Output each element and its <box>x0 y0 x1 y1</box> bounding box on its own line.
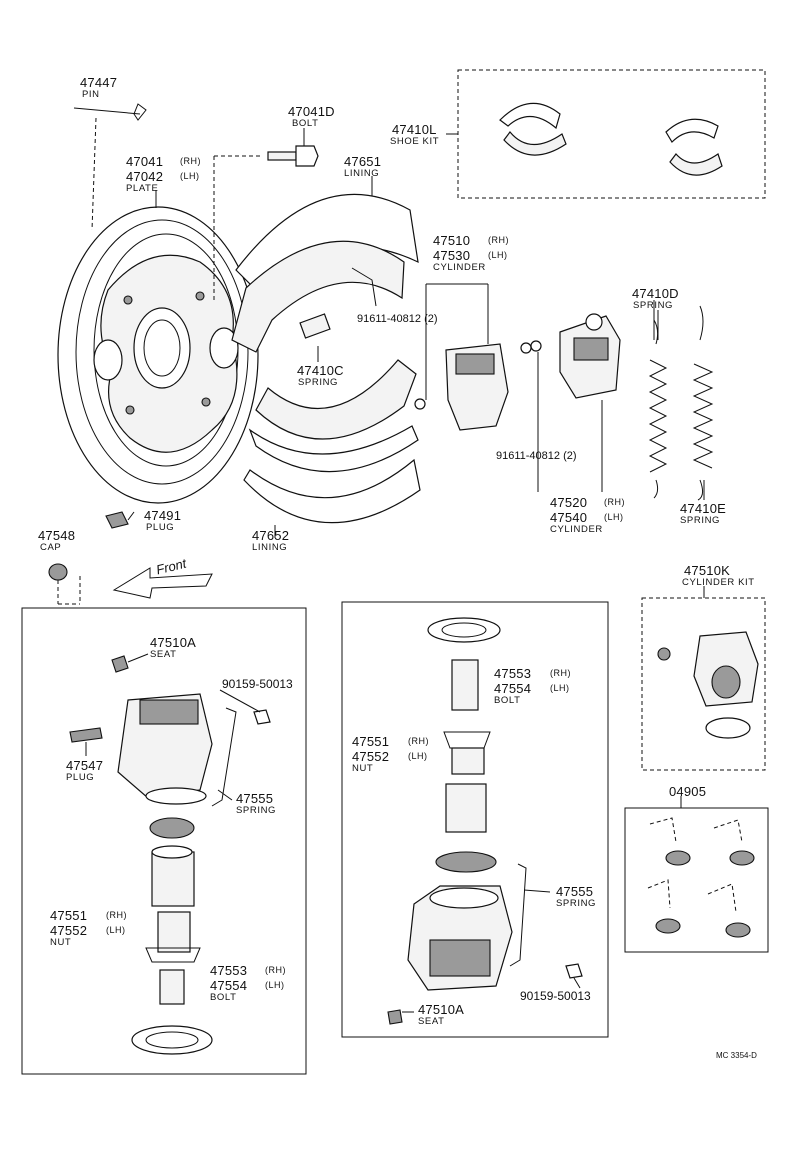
front-arrow <box>112 567 213 599</box>
middle-nut-lh-number: 47552 <box>352 749 390 764</box>
lining-top-name: LINING <box>344 168 380 179</box>
left-bolt-rh-side: (RH) <box>265 965 286 975</box>
pin-47447-part <box>73 103 147 231</box>
upper-shoe-lining-part <box>231 193 419 353</box>
cylinder-name: CYLINDER <box>433 262 486 273</box>
cylinder-kit-number: 47510K <box>684 563 731 578</box>
middle-spring-number: 47555 <box>556 884 594 899</box>
shoe-kit-name: SHOE KIT <box>390 136 440 147</box>
kit-04905-box <box>624 807 769 953</box>
spring-d-name: SPRING <box>633 300 674 311</box>
lining-bottom-name: LINING <box>252 542 288 553</box>
spring-e-name: SPRING <box>680 515 721 526</box>
spring-d-number: 47410D <box>632 286 679 301</box>
plate-rh-number: 47041 <box>126 154 164 169</box>
middle-cylinder-detail-box <box>341 601 609 1038</box>
middle-ref-number: 90159-50013 <box>520 989 591 1003</box>
middle-nut-name: NUT <box>352 763 374 774</box>
cap-number: 47548 <box>38 528 76 543</box>
cylinder-lh-side: (LH) <box>488 250 508 260</box>
left-plug-number: 47547 <box>66 758 104 773</box>
cylinder-kit-parts <box>657 631 759 739</box>
left-detail-parts <box>69 655 271 1055</box>
cylinder2-lh-side: (LH) <box>604 512 624 522</box>
left-nut-lh-number: 47552 <box>50 923 88 938</box>
left-bolt-name: BOLT <box>210 992 237 1003</box>
pin-name: PIN <box>82 89 100 100</box>
plate-lh-number: 47042 <box>126 169 164 184</box>
middle-spring-name: SPRING <box>556 898 597 909</box>
cylinder2-name: CYLINDER <box>550 524 603 535</box>
bolt-top-name: BOLT <box>292 118 319 129</box>
middle-bolt-lh-side: (LH) <box>550 683 570 693</box>
wheel-cylinder-47510-part <box>414 283 532 431</box>
shoe-kit-contents <box>499 102 723 176</box>
spring-e-number: 47410E <box>680 501 727 516</box>
left-seat-number: 47510A <box>150 635 197 650</box>
left-plug-name: PLUG <box>66 772 95 783</box>
left-seat-name: SEAT <box>150 649 177 660</box>
pin-number: 47447 <box>80 75 118 90</box>
leader-lines <box>85 128 705 1013</box>
plug-47491-part <box>105 511 129 529</box>
cylinder2-rh-side: (RH) <box>604 497 625 507</box>
left-spring-number: 47555 <box>236 791 274 806</box>
cylinder-lh-number: 47530 <box>433 248 471 263</box>
bolt-top-number: 47041D <box>288 104 335 119</box>
left-bolt-lh-number: 47554 <box>210 978 248 993</box>
left-nut-name: NUT <box>50 937 72 948</box>
lining-top-number: 47651 <box>344 154 382 169</box>
plug-top-number: 47491 <box>144 508 182 523</box>
plate-rh-side: (RH) <box>180 156 201 166</box>
left-nut-rh-side: (RH) <box>106 910 127 920</box>
cylinder-kit-name: CYLINDER KIT <box>682 577 755 588</box>
cylinder-kit-box <box>641 597 766 771</box>
left-bolt-rh-number: 47553 <box>210 963 248 978</box>
left-spring-name: SPRING <box>236 805 277 816</box>
middle-bolt-name: BOLT <box>494 695 521 706</box>
left-bolt-lh-side: (LH) <box>265 980 285 990</box>
middle-bolt-rh-number: 47553 <box>494 666 532 681</box>
backing-plate-part <box>57 155 262 504</box>
middle-nut-rh-number: 47551 <box>352 734 390 749</box>
drawing-code: MC 3354-D <box>716 1051 757 1060</box>
middle-seat-name: SEAT <box>418 1016 445 1027</box>
bolt-ref-1: 91611-40812 (2) <box>357 313 438 325</box>
middle-nut-rh-side: (RH) <box>408 736 429 746</box>
kit-04905-parts <box>647 817 755 938</box>
plate-lh-side: (LH) <box>180 171 200 181</box>
cylinder-rh-side: (RH) <box>488 235 509 245</box>
left-cylinder-detail-box <box>21 607 307 1075</box>
wheel-cylinder-47520-part <box>530 313 621 492</box>
middle-bolt-lh-number: 47554 <box>494 681 532 696</box>
cylinder-rh-number: 47510 <box>433 233 471 248</box>
left-ref-number: 90159-50013 <box>222 677 293 691</box>
lower-shoe-lining-part <box>243 359 421 524</box>
middle-nut-lh-side: (LH) <box>408 751 428 761</box>
left-nut-lh-side: (LH) <box>106 925 126 935</box>
cap-47548-part <box>48 563 81 605</box>
spring-c-number: 47410C <box>297 363 344 378</box>
plug-top-name: PLUG <box>146 522 175 533</box>
middle-bolt-rh-side: (RH) <box>550 668 571 678</box>
spring-c-name: SPRING <box>298 377 339 388</box>
plate-name: PLATE <box>126 183 159 194</box>
cap-name: CAP <box>40 542 62 553</box>
bolt-ref-2: 91611-40812 (2) <box>496 450 577 462</box>
lining-bottom-number: 47652 <box>252 528 290 543</box>
shoe-kit-box <box>457 69 766 199</box>
springs-47410d-47410e <box>648 305 714 501</box>
middle-detail-parts <box>387 617 583 1025</box>
cylinder2-rh-number: 47520 <box>550 495 588 510</box>
cylinder2-lh-number: 47540 <box>550 510 588 525</box>
shoe-kit-number: 47410L <box>392 122 437 137</box>
left-nut-rh-number: 47551 <box>50 908 88 923</box>
bolt-47041d-part <box>267 145 319 167</box>
kit-04905-number: 04905 <box>669 784 707 799</box>
middle-seat-number: 47510A <box>418 1002 465 1017</box>
